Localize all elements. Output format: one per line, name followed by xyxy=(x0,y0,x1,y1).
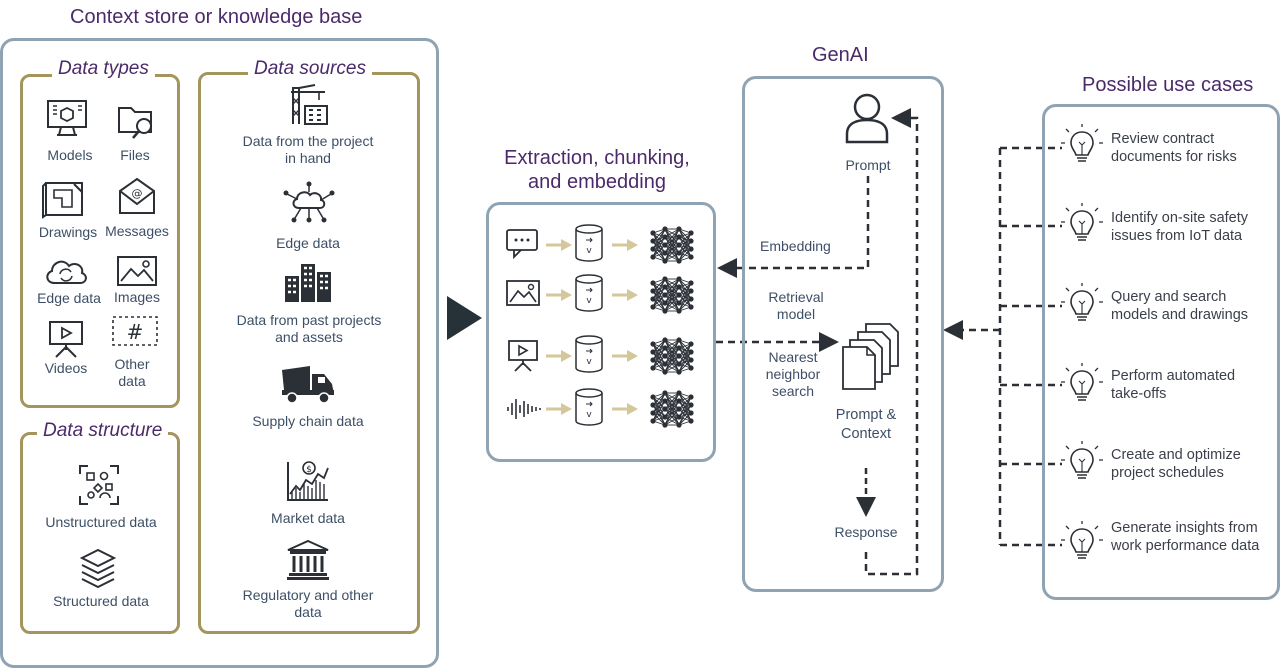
flow-arrow-icon xyxy=(546,239,572,251)
crane-building-icon xyxy=(291,84,328,125)
data-source-label: Supply chain data xyxy=(252,413,364,429)
lightbulb-icon xyxy=(1061,521,1103,559)
data-structure-title: Data structure xyxy=(37,420,169,442)
neural-network-icon xyxy=(650,337,694,375)
svg-text:v: v xyxy=(586,410,592,420)
data-type-label: Images xyxy=(114,289,160,305)
data-source-label: Regulatory and other data xyxy=(242,587,374,620)
embedding-arrow xyxy=(717,176,870,278)
hash-icon: # xyxy=(112,316,158,346)
cloud-sync-icon xyxy=(46,260,87,284)
image-icon xyxy=(117,256,157,286)
data-types-title: Data types xyxy=(52,58,155,80)
person-icon xyxy=(845,93,889,144)
flow-arrow-icon xyxy=(612,350,638,362)
extraction-panel xyxy=(486,202,716,462)
svg-text:#: # xyxy=(127,320,144,344)
lightbulb-icon xyxy=(1061,124,1103,162)
concrete-truck-icon xyxy=(282,366,334,404)
flow-arrow-icon xyxy=(546,403,572,415)
use-cases-title: Possible use cases xyxy=(1082,74,1254,96)
vector-db-icon: v xyxy=(575,224,603,262)
neural-network-icon xyxy=(650,390,694,428)
data-type-label: Files xyxy=(120,147,150,163)
data-source-label: Edge data xyxy=(276,235,340,251)
context-store-panel xyxy=(0,38,439,668)
genai-title: GenAI xyxy=(812,44,869,66)
feedback-loop-arrow xyxy=(864,108,919,576)
data-structure-label: Unstructured data xyxy=(45,514,157,530)
use-case-item: Create and optimize project schedules xyxy=(1111,447,1241,481)
data-source-label: Data from past projects and assets xyxy=(236,312,382,345)
vector-db-icon: v xyxy=(575,335,603,373)
neural-network-icon xyxy=(650,276,694,314)
flow-arrow-icon xyxy=(546,289,572,301)
retrieval-model-label: Retrieval model xyxy=(768,289,824,322)
video-board-icon xyxy=(508,340,538,372)
use-case-item: Perform automated take-offs xyxy=(1111,368,1236,402)
cloud-network-icon xyxy=(283,181,335,223)
svg-text:v: v xyxy=(586,246,592,256)
use-case-item: Generate insights from work performance … xyxy=(1111,520,1260,554)
data-type-label: Edge data xyxy=(37,290,101,306)
documents-stack-icon xyxy=(842,323,899,390)
svg-text:$: $ xyxy=(306,465,312,475)
data-type-label: Videos xyxy=(44,360,88,376)
lightbulb-icon xyxy=(1061,441,1103,479)
vector-db-icon: v xyxy=(575,274,603,312)
nearest-neighbor-label: Nearest neighbor search xyxy=(765,349,821,399)
scatter-shapes-icon xyxy=(79,465,119,505)
stock-chart-icon: $ xyxy=(287,461,329,501)
lightbulb-icon xyxy=(1061,363,1103,401)
city-buildings-icon xyxy=(285,264,331,302)
folder-search-icon xyxy=(118,107,152,139)
neural-network-icon xyxy=(650,226,694,264)
data-structure-label: Structured data xyxy=(53,593,149,609)
audio-wave-icon xyxy=(507,399,541,419)
monitor-model-icon xyxy=(47,100,87,136)
prompt-label: Prompt xyxy=(845,157,891,173)
use-case-item: Identify on-site safety issues from IoT … xyxy=(1111,210,1249,244)
data-type-label: Messages xyxy=(105,223,169,239)
svg-text:@: @ xyxy=(132,187,143,200)
layers-icon xyxy=(79,548,117,589)
government-building-icon xyxy=(287,539,329,580)
flow-arrow-icon xyxy=(612,239,638,251)
lightbulb-icon xyxy=(1061,283,1103,321)
use-case-item: Query and search models and drawings xyxy=(1111,289,1249,323)
context-store-title: Context store or knowledge base xyxy=(70,6,363,28)
envelope-icon: @ xyxy=(119,177,155,214)
blueprint-icon xyxy=(42,182,83,219)
video-board-icon xyxy=(49,321,83,358)
data-type-label: Drawings xyxy=(38,224,98,240)
use-cases-panel xyxy=(1042,104,1280,600)
lightbulb-icon xyxy=(1061,203,1103,241)
embedding-label: Embedding xyxy=(760,238,831,254)
response-label: Response xyxy=(834,524,898,540)
data-source-label: Data from the project in hand xyxy=(242,133,374,166)
flow-arrow-icon xyxy=(612,403,638,415)
data-type-label: Other data xyxy=(114,356,150,389)
vector-db-icon: v xyxy=(575,388,603,426)
data-source-label: Market data xyxy=(271,510,345,526)
genai-panel xyxy=(742,76,944,592)
image-icon xyxy=(506,280,540,306)
flow-triangle-icon xyxy=(447,296,482,340)
svg-text:v: v xyxy=(586,357,592,367)
flow-arrow-icon xyxy=(546,350,572,362)
chat-bubble-icon xyxy=(506,229,538,260)
svg-text:v: v xyxy=(586,296,592,306)
data-type-label: Models xyxy=(47,147,93,163)
flow-arrow-icon xyxy=(612,289,638,301)
data-sources-title: Data sources xyxy=(248,58,372,80)
use-case-item: Review contract documents for risks xyxy=(1111,131,1237,165)
prompt-context-label: Prompt & Context xyxy=(835,407,897,442)
extraction-title: Extraction, chunking, and embedding xyxy=(504,147,690,193)
